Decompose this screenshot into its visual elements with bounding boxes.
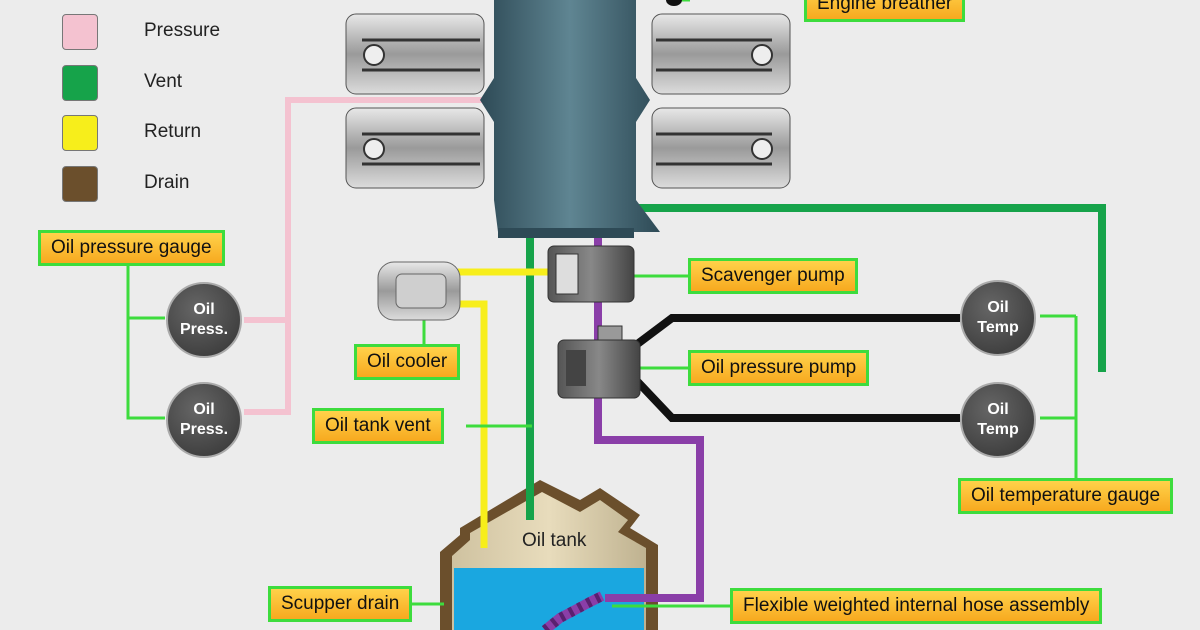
legend-label: Pressure — [144, 20, 221, 41]
engine-cylinders — [345, 13, 791, 189]
pressure-lines — [244, 97, 490, 415]
engine-crankcase — [480, 0, 660, 238]
gauge-text: Oil — [987, 401, 1009, 418]
gauge-text: Oil — [193, 401, 215, 418]
oil-tank-label: Oil tank — [522, 530, 587, 551]
legend-label: Drain — [144, 172, 190, 193]
gauge-text: Press. — [179, 321, 229, 338]
gauge-text: Oil — [987, 299, 1009, 316]
vent-swatch — [62, 65, 98, 101]
scavenger-pump-label: Scavenger pump — [688, 258, 858, 294]
oil-temp-gauge-1: Oil Temp — [960, 280, 1036, 356]
scavenger-pump-unit — [547, 245, 635, 303]
return-swatch — [62, 115, 98, 151]
gauge-text: Press. — [179, 421, 229, 438]
oil-pressure-pump-unit — [557, 325, 641, 399]
gauge-text: Oil — [193, 301, 215, 318]
gauge-text: Temp — [977, 421, 1019, 438]
oil-cooler-label: Oil cooler — [354, 344, 461, 380]
scupper-drain-label: Scupper drain — [268, 586, 413, 622]
pressure-swatch — [62, 14, 98, 50]
engine-breather-label: Engine breather — [804, 0, 966, 22]
oil-temperature-gauge-label: Oil temperature gauge — [958, 478, 1174, 514]
oil-cooler-unit — [377, 261, 461, 321]
return-lines — [458, 268, 552, 548]
oil-press-gauge-2: Oil Press. — [166, 382, 242, 458]
oil-temp-gauge-2: Oil Temp — [960, 382, 1036, 458]
oil-tank — [440, 480, 658, 630]
temp-lines — [633, 314, 960, 422]
callout-leaders — [126, 0, 1078, 608]
hose-assembly-label: Flexible weighted internal hose assembly — [730, 588, 1103, 624]
oil-press-gauge-1: Oil Press. — [166, 282, 242, 358]
gauge-text: Temp — [977, 319, 1019, 336]
oil-pressure-gauge-label: Oil pressure gauge — [38, 230, 225, 266]
drain-swatch — [62, 166, 98, 202]
legend-label: Vent — [144, 71, 183, 92]
legend-label: Return — [144, 121, 202, 142]
engine-breather-fitting — [666, 0, 682, 6]
oil-pressure-pump-label: Oil pressure pump — [688, 350, 870, 386]
oil-tank-vent-label: Oil tank vent — [312, 408, 444, 444]
